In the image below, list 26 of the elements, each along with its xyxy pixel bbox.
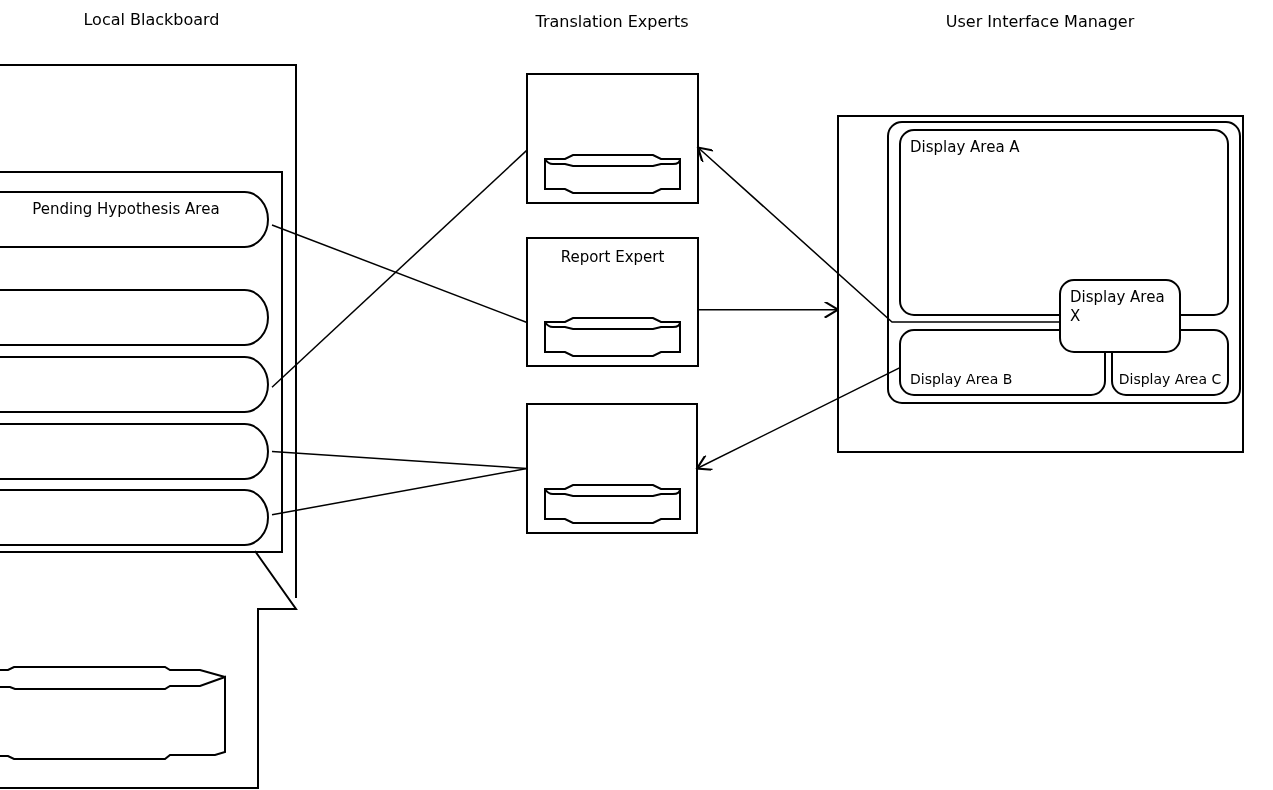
arrow (696, 146, 1061, 323)
node-label: Display Area X (1070, 288, 1166, 326)
hypothesis-slot (0, 357, 272, 412)
node-label: Display Area C (1117, 370, 1223, 389)
hypothesis-slot (0, 192, 272, 247)
blackboard-region (0, 172, 282, 552)
display-frame (888, 122, 1240, 403)
hypothesis-slot (0, 290, 272, 345)
node-label: Display Area B (910, 370, 1014, 389)
expert-box (527, 238, 698, 366)
node-label: Display Area A (910, 138, 1021, 157)
section-heading: User Interface Manager (945, 12, 1135, 31)
display-area (1060, 280, 1180, 352)
section-heading: Translation Experts (535, 12, 689, 31)
hypothesis-slot (0, 424, 272, 479)
hypothesis-slot (0, 490, 272, 545)
section-heading: Local Blackboard (82, 10, 221, 29)
expert-box (527, 404, 697, 533)
arrow (697, 300, 840, 319)
connector-line (271, 224, 528, 324)
expert-box (527, 74, 698, 203)
connector-line (271, 467, 528, 516)
connector-line (271, 149, 528, 388)
node-label: Report Expert (559, 248, 666, 267)
interface-manager-box (838, 116, 1243, 452)
node-label: Pending Hypothesis Area (31, 200, 221, 219)
